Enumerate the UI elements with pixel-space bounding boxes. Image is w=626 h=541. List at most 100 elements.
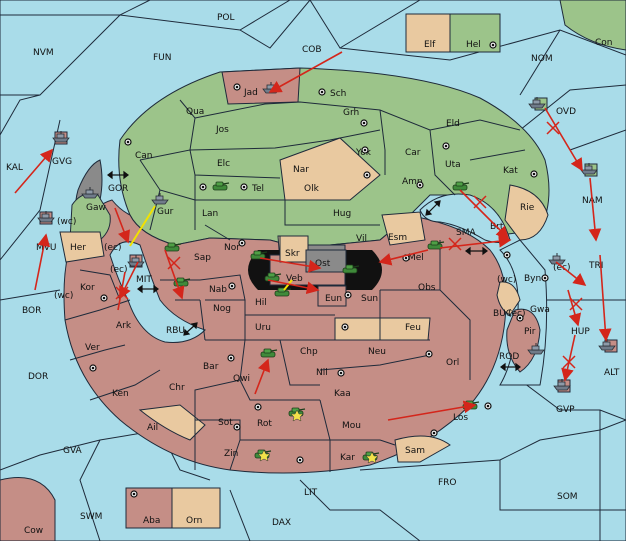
supply-center (233, 423, 241, 431)
region-Gaw[interactable] (69, 193, 111, 241)
supply-center (337, 369, 345, 377)
label-Jos: Jos (215, 125, 229, 135)
label-Kar: Kar (340, 453, 355, 463)
region-Cow[interactable] (0, 477, 56, 541)
supply-center (344, 291, 352, 299)
label-MIT: MIT (136, 275, 152, 285)
supply-center (442, 142, 450, 150)
supply-center (100, 294, 108, 302)
label-MVU: MVU (36, 243, 57, 253)
label-Sam: Sam (405, 446, 425, 456)
label-Ail: Ail (147, 423, 158, 433)
region-Ail[interactable] (138, 404, 206, 441)
label-Eld: Eld (446, 119, 460, 129)
label-ROD: ROD (499, 352, 519, 362)
region-Olk[interactable] (279, 137, 381, 201)
supply-center (199, 183, 207, 191)
region-Her[interactable] (59, 231, 105, 263)
region-Rie[interactable] (504, 184, 549, 241)
label-DOR: DOR (28, 372, 48, 382)
label-Olk: Olk (304, 184, 320, 194)
label-SMA: SMA (456, 228, 476, 238)
label-Nil: Nil (316, 368, 328, 378)
label-SWM: SWM (80, 512, 102, 522)
label-Jad: Jad (243, 88, 258, 98)
label-GVP: GVP (556, 405, 575, 415)
label-HUP: HUP (571, 327, 590, 337)
supply-center (416, 181, 424, 189)
region-borders-north (139, 99, 526, 241)
label-Byn: Byn (524, 274, 541, 284)
label-Rot: Rot (257, 419, 272, 429)
label-LIT: LIT (304, 488, 318, 498)
label-KAL: KAL (6, 163, 23, 173)
label-DAX: DAX (272, 518, 291, 528)
label-Pir: Pir (524, 327, 536, 337)
supply-center (227, 354, 235, 362)
label-Chp: Chp (300, 347, 318, 357)
adjacency-markers (107, 170, 521, 372)
supply-center (489, 41, 497, 49)
label-OVD: OVD (556, 107, 576, 117)
label-Uru: Uru (255, 323, 271, 333)
supply-center (530, 170, 538, 178)
supply-center (430, 429, 438, 437)
label-Nor: Nor (224, 243, 240, 253)
label-Sap: Sap (194, 253, 211, 263)
label-Obs: Obs (418, 283, 436, 293)
supply-center (296, 456, 304, 464)
label-Nar: Nar (293, 165, 309, 175)
supply-center (341, 323, 349, 331)
label-Hug: Hug (333, 209, 351, 219)
supply-center (541, 274, 549, 282)
region-Skr-top (279, 235, 309, 263)
region-Pir[interactable] (506, 308, 541, 373)
label-GVG: GVG (52, 157, 72, 167)
label-Zin: Zin (224, 449, 238, 459)
label-NVM: NVM (33, 48, 54, 58)
label-wc2: (wc) (497, 275, 516, 285)
label-ALT: ALT (604, 368, 620, 378)
supply-center (516, 314, 524, 322)
label-Ver: Ver (85, 343, 100, 353)
label-Uta: Uta (445, 160, 461, 170)
label-Amp: Amp (402, 177, 423, 187)
label-Hil: Hil (255, 298, 267, 308)
label-Nab: Nab (209, 285, 227, 295)
label-Chr: Chr (169, 383, 185, 393)
label-Con: Con (595, 38, 613, 48)
label-Car: Car (405, 148, 421, 158)
supply-center (484, 402, 492, 410)
label-Elf: Elf (424, 40, 436, 50)
label-Eun: Eun (325, 294, 342, 304)
label-NOM: NOM (531, 54, 553, 64)
region-borders-south (64, 240, 471, 472)
region-Esm[interactable] (381, 211, 426, 246)
supply-center (233, 83, 241, 91)
label-Kat: Kat (503, 166, 518, 176)
region-labels: POL COB FUN NVM NOM Con Elf Hel Jad Sch … (6, 13, 620, 536)
supply-center (360, 119, 368, 127)
label-Sun: Sun (361, 294, 378, 304)
label-Rie: Rie (520, 203, 535, 213)
supply-centers (89, 41, 549, 498)
label-COB: COB (302, 45, 322, 55)
label-Elc: Elc (217, 159, 230, 169)
supply-center (363, 171, 371, 179)
label-Orn: Orn (186, 516, 202, 526)
region-Orn[interactable] (171, 487, 221, 529)
region-Sam[interactable] (394, 435, 451, 463)
label-Bar: Bar (203, 362, 219, 372)
supply-center (318, 88, 326, 96)
label-Sot: Sot (218, 418, 233, 428)
label-BUC: BUC (493, 309, 512, 319)
label-Nog: Nog (213, 304, 231, 314)
label-Kor: Kor (80, 283, 95, 293)
support-line (283, 279, 293, 291)
label-wc1: (wc) (57, 217, 76, 227)
label-Aba: Aba (143, 516, 160, 526)
label-Vil: Vil (356, 234, 367, 244)
supply-center (124, 138, 132, 146)
label-Ark: Ark (116, 321, 132, 331)
